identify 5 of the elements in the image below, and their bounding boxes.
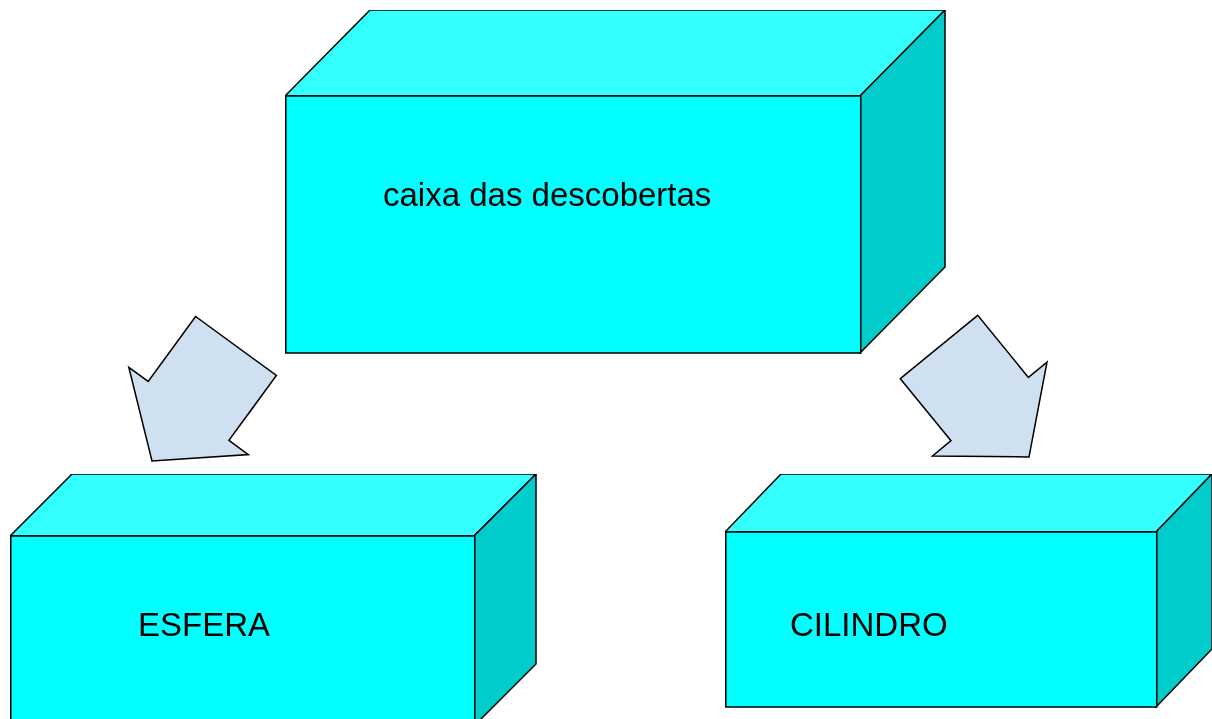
block-arrow [899,314,1049,458]
box-label: ESFERA [138,608,271,641]
box-label: CILINDRO [790,608,948,641]
block-arrow [127,315,278,462]
box-label: caixa das descobertas [383,178,712,211]
